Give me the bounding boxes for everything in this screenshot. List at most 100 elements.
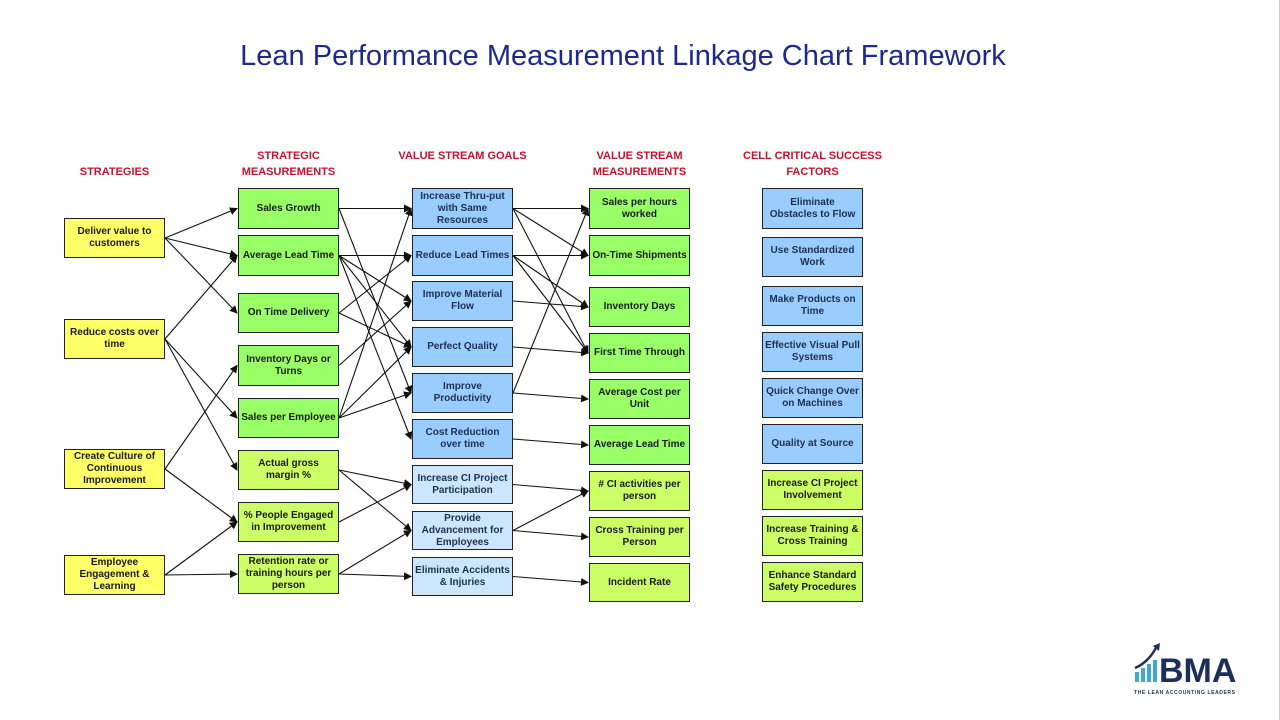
node-label: Average Cost per Unit xyxy=(598,387,681,410)
page-title: Lean Performance Measurement Linkage Cha… xyxy=(240,40,1006,72)
node-box: Reduce costs over time xyxy=(64,319,165,359)
column-header: VALUE STREAM GOALS xyxy=(398,150,527,162)
node-box: Sales Growth xyxy=(238,188,339,229)
link-arrow xyxy=(338,391,412,419)
node-box: Sales per Employee xyxy=(238,398,339,438)
node-box: Employee Engagement & Learning xyxy=(64,555,165,595)
node-label: Actual gross margin % xyxy=(258,458,319,481)
node-label: Inventory Days or Turns xyxy=(246,353,331,377)
node-box: Enhance Standard Safety Procedures xyxy=(762,562,863,602)
node-box: Inventory Days or Turns xyxy=(238,345,339,386)
node-label: First Time Through xyxy=(594,347,685,358)
node-label: Reduce costs over time xyxy=(70,327,159,350)
link-arrow xyxy=(512,255,589,308)
link-arrow xyxy=(338,312,412,348)
node-box: Increase CI Project Involvement xyxy=(762,470,863,510)
link-arrow xyxy=(512,575,589,586)
link-arrow xyxy=(338,469,412,488)
node-box: Inventory Days xyxy=(589,287,690,327)
node-label: Increase Training & Cross Training xyxy=(766,524,859,547)
node-label: Sales Growth xyxy=(256,202,321,214)
node-box: Cross Training per Person xyxy=(589,517,690,557)
link-arrow xyxy=(164,570,238,579)
node-box: Perfect Quality xyxy=(412,327,513,367)
node-box: Improve Material Flow xyxy=(412,281,513,321)
node-box: On-Time Shipments xyxy=(589,235,690,276)
node-box: Average Lead Time xyxy=(589,425,690,465)
node-box: Effective Visual Pull Systems xyxy=(762,332,863,372)
node-label: On Time Delivery xyxy=(247,307,330,318)
node-box: Actual gross margin % xyxy=(238,450,339,490)
node-label: Increase CI Project Involvement xyxy=(767,478,858,501)
node-box: First Time Through xyxy=(589,333,690,373)
node-box: Make Products on Time xyxy=(762,286,863,326)
link-arrow xyxy=(338,469,412,532)
node-box: Provide Advancement for Employees xyxy=(412,511,513,550)
node-label: Improve Productivity xyxy=(433,381,492,404)
link-arrow xyxy=(164,207,238,239)
column-header: CELL CRITICAL SUCCESS FACTORS xyxy=(743,150,882,178)
node-box: Eliminate Obstacles to Flow xyxy=(762,188,863,229)
node-label: Deliver value to customers xyxy=(77,226,152,249)
node-label: Provide Advancement for Employees xyxy=(421,512,504,548)
link-arrow xyxy=(512,490,589,531)
node-label: Use Standardized Work xyxy=(770,245,855,268)
node-label: Eliminate Obstacles to Flow xyxy=(769,196,856,220)
link-arrow xyxy=(512,483,589,495)
link-arrow xyxy=(512,438,589,449)
logo-wordmark: BMA xyxy=(1159,652,1236,687)
node-box: Eliminate Accidents & Injuries xyxy=(412,557,513,596)
link-arrow xyxy=(338,255,412,348)
node-label: Create Culture of Continuous Improvement xyxy=(73,451,156,486)
node-label: Employee Engagement & Learning xyxy=(79,557,150,592)
node-label: Quality at Source xyxy=(771,438,854,449)
node-box: Increase Thru-put with Same Resources xyxy=(412,188,513,229)
node-label: Cross Training per Person xyxy=(595,525,684,548)
node-label: Make Products on Time xyxy=(769,294,856,317)
node-label: Effective Visual Pull Systems xyxy=(765,340,860,363)
link-arrow xyxy=(164,364,238,470)
link-arrow xyxy=(164,468,238,523)
node-box: % People Engaged in Improvement xyxy=(238,502,339,542)
link-arrow xyxy=(164,237,238,258)
link-arrow xyxy=(338,346,412,419)
node-label: Average Lead Time xyxy=(593,439,686,450)
link-arrow xyxy=(338,572,412,581)
node-label: Eliminate Accidents & Injuries xyxy=(415,564,510,588)
node-box: Create Culture of Continuous Improvement xyxy=(64,449,165,489)
node-box: Improve Productivity xyxy=(412,373,513,413)
link-arrow xyxy=(164,338,238,471)
link-arrow xyxy=(338,207,413,419)
link-arrow xyxy=(338,300,412,366)
bma-logo: BMA xyxy=(1134,643,1236,687)
column-header: STRATEGIES xyxy=(79,166,150,178)
link-arrow xyxy=(512,529,589,541)
node-box: Average Cost per Unit xyxy=(589,379,690,419)
node-label: Perfect Quality xyxy=(427,341,498,352)
link-arrow xyxy=(338,255,412,302)
node-label: Cost Reduction over time xyxy=(425,427,500,450)
node-label: On-Time Shipments xyxy=(592,249,687,261)
node-label: Inventory Days xyxy=(603,301,676,312)
node-label: % People Engaged in Improvement xyxy=(243,510,334,533)
link-arrow xyxy=(164,521,238,576)
node-box: Reduce Lead Times xyxy=(412,235,513,276)
node-box: Average Lead Time xyxy=(238,235,339,276)
node-box: Retention rate or training hours per per… xyxy=(238,554,339,594)
node-box: Cost Reduction over time xyxy=(412,419,513,459)
link-arrow xyxy=(164,254,238,340)
link-arrow xyxy=(512,208,589,257)
link-arrow xyxy=(512,346,589,357)
link-arrow xyxy=(338,255,413,440)
link-arrow xyxy=(512,207,590,394)
node-box: Increase CI Project Participation xyxy=(412,465,513,504)
node-box: Quick Change Over on Machines xyxy=(762,378,863,418)
node-box: Deliver value to customers xyxy=(64,218,165,258)
node-label: # CI activities per person xyxy=(598,479,681,502)
node-label: Quick Change Over on Machines xyxy=(766,386,859,409)
link-arrow xyxy=(512,392,589,403)
node-box: On Time Delivery xyxy=(238,293,339,333)
link-arrow xyxy=(338,529,412,575)
